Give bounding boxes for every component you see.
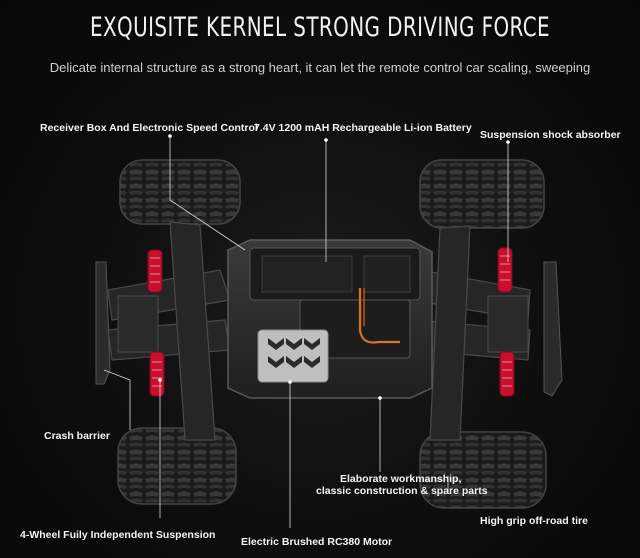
shock-absorbers <box>147 247 515 397</box>
crash-barrier-left <box>95 261 111 385</box>
page-subtitle: Delicate internal structure as a strong … <box>49 60 591 75</box>
callout-motor: Electric Brushed RC380 Motor <box>241 536 393 548</box>
callout-receiver-esc: Receiver Box And Electronic Speed Contro… <box>40 122 258 134</box>
callout-shock-absorber: Suspension shock absorber <box>480 129 621 141</box>
tire-front-right <box>419 159 545 229</box>
callout-crash-barrier: Crash barrier <box>44 430 110 442</box>
callout-leader-lines <box>103 136 509 528</box>
callout-offroad-tire: High grip off-road tire <box>480 515 588 527</box>
callout-battery: 7.4V 1200 mAH Rechargeable Li-ion Batter… <box>254 122 472 134</box>
tire-front-left <box>119 159 241 225</box>
callout-workmanship-line2: classic construction & spare parts <box>316 485 488 497</box>
motor-heatsink <box>257 329 329 383</box>
tire-rear-left <box>117 427 237 505</box>
callout-workmanship-line1: Elaborate workmanship, <box>340 473 462 485</box>
battery-wire <box>358 288 400 344</box>
callout-suspension: 4-Wheel Fuily Independent Suspension <box>20 529 216 541</box>
tire-rear-right <box>419 431 547 509</box>
crash-barrier-right <box>543 261 563 397</box>
page-title: EXQUISITE KERNEL STRONG DRIVING FORCE <box>89 12 551 43</box>
